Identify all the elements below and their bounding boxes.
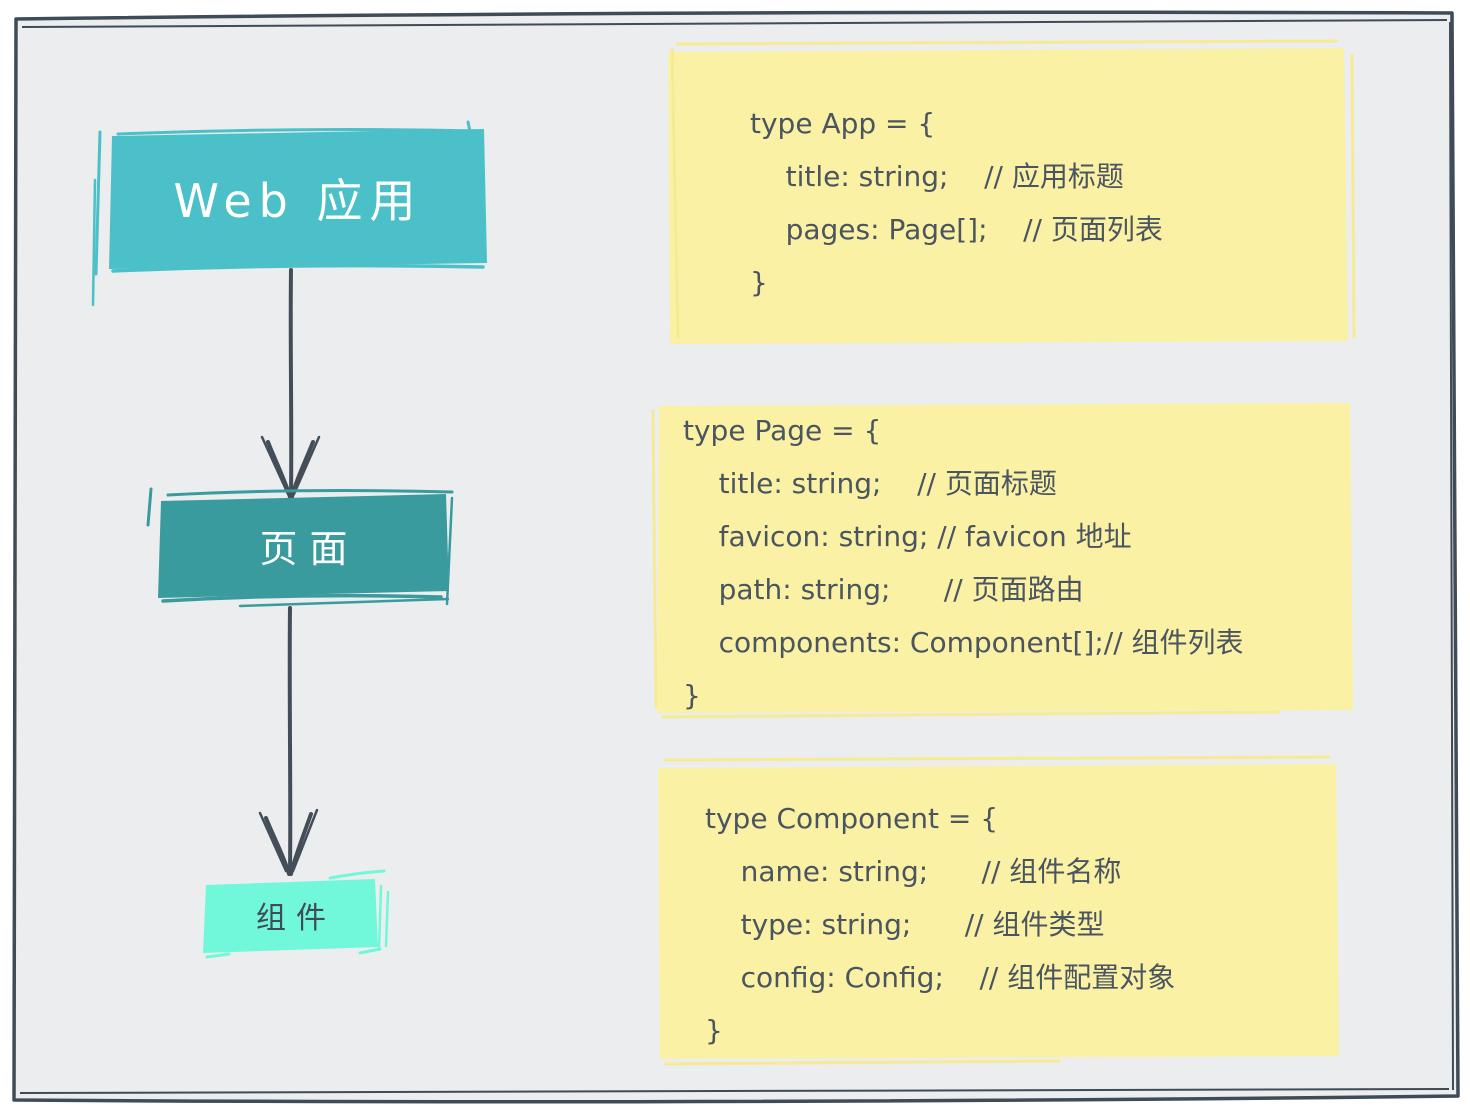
code-line: type: string; // 组件类型 <box>705 908 1105 941</box>
code-block-component: type Component = { name: string; // 组件名称… <box>705 792 1175 1057</box>
code-line: name: string; // 组件名称 <box>705 855 1122 888</box>
code-line: title: string; // 页面标题 <box>683 467 1057 500</box>
code-line: type Page = { <box>683 414 882 447</box>
code-block-app-shape <box>668 39 1356 344</box>
code-line: } <box>750 266 768 299</box>
code-block-component-shape <box>658 755 1339 1066</box>
code-line: type App = { <box>750 107 936 140</box>
code-line: } <box>683 679 701 712</box>
code-line: type Component = { <box>705 802 999 835</box>
code-line: pages: Page[]; // 页面列表 <box>750 213 1163 246</box>
code-line: title: string; // 应用标题 <box>750 160 1124 193</box>
code-block-app: type App = { title: string; // 应用标题 page… <box>750 97 1163 309</box>
node-page-shape <box>146 487 454 608</box>
code-line: favicon: string; // favicon 地址 <box>683 520 1132 553</box>
arrow-page-to-component <box>258 606 319 876</box>
code-line: config: Config; // 组件配置对象 <box>705 961 1176 994</box>
code-line: } <box>705 1014 723 1047</box>
code-block-page: type Page = { title: string; // 页面标题 fav… <box>683 404 1244 722</box>
code-line: path: string; // 页面路由 <box>683 573 1084 606</box>
node-web-app-shape <box>91 120 487 307</box>
code-line: components: Component[];// 组件列表 <box>683 626 1244 659</box>
node-component-shape <box>203 869 390 959</box>
code-block-page-shape <box>651 403 1353 719</box>
arrow-web-app-to-page <box>260 268 321 499</box>
